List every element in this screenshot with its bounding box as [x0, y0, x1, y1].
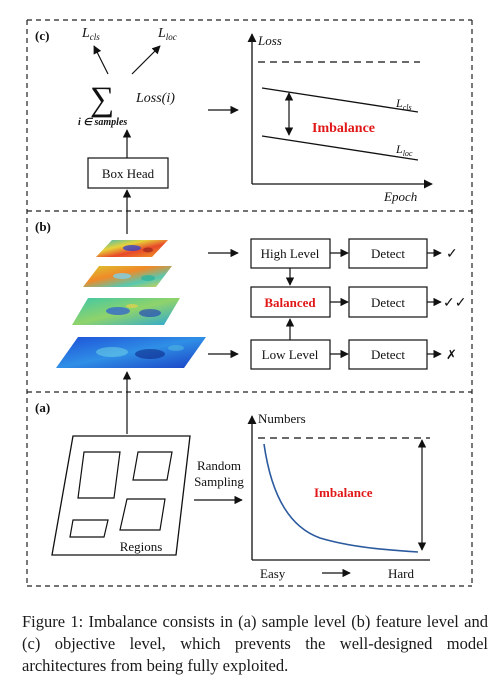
feature-map-level-3 [83, 266, 172, 287]
region-box-2 [132, 451, 173, 481]
panel-b: (b) High Level B [35, 219, 466, 370]
numbers-imbalance-label: Imbalance [314, 485, 373, 500]
figure-1: (c) Lcls Lloc ∑ i ∈ samples Loss(i) Box … [26, 19, 473, 587]
feature-map-level-1 [56, 337, 206, 368]
region-box-3 [119, 498, 166, 531]
loss-function: Loss(i) [135, 91, 175, 106]
feature-map-level-4 [96, 240, 168, 257]
high-level-label: High Level [261, 246, 320, 261]
curve-l-loc [261, 135, 419, 161]
detect-label-high: Detect [371, 246, 405, 261]
regions-label: Regions [120, 539, 163, 554]
detect-box-low [348, 339, 428, 370]
curve-l-loc-label: Lloc [395, 142, 413, 158]
x-easy-label: Easy [260, 566, 286, 581]
panel-a-label: (a) [35, 400, 50, 415]
detect-box-balanced [348, 286, 428, 318]
panel-c: (c) Lcls Lloc ∑ i ∈ samples Loss(i) Box … [35, 26, 433, 204]
sum-index: i ∈ samples [78, 117, 127, 128]
low-level-label: Low Level [262, 347, 319, 362]
sampling-label: Sampling [194, 474, 244, 489]
numbers-y-label: Numbers [258, 411, 306, 426]
figure-caption: Figure 1: Imbalance consists in (a) samp… [22, 611, 488, 675]
region-box-4 [69, 519, 109, 538]
random-label: Random [197, 458, 241, 473]
box-head-label: Box Head [102, 166, 155, 181]
loss-x-label: Epoch [383, 189, 417, 204]
box-head [87, 157, 169, 189]
cross-icon-low: ✗ [446, 347, 457, 362]
loss-y-label: Loss [257, 33, 282, 48]
panel-a: (a) Regions Random Sampling Numbers Imba… [35, 400, 430, 581]
l-loc-label: Lloc [157, 26, 177, 42]
panel-frames [26, 19, 473, 587]
panel-b-label: (b) [35, 219, 51, 234]
curve-l-cls [261, 87, 419, 113]
l-cls-label: Lcls [81, 26, 100, 42]
sum-symbol: ∑ [90, 81, 114, 118]
arrow-to-lcls [93, 45, 109, 75]
curve-l-cls-label: Lcls [395, 96, 412, 112]
double-check-icon: ✓✓ [443, 296, 466, 311]
detect-box-high [348, 238, 428, 269]
detect-label-balanced: Detect [371, 295, 405, 310]
check-icon-high: ✓ [446, 247, 458, 262]
feature-map-level-2 [72, 298, 180, 325]
arrow-to-lloc [131, 45, 161, 75]
detect-label-low: Detect [371, 347, 405, 362]
balanced-label: Balanced [264, 295, 316, 310]
x-hard-label: Hard [388, 566, 414, 581]
region-box-1 [77, 451, 121, 499]
loss-imbalance-label: Imbalance [312, 121, 375, 136]
numbers-curve [263, 443, 419, 553]
panel-c-label: (c) [35, 28, 49, 43]
